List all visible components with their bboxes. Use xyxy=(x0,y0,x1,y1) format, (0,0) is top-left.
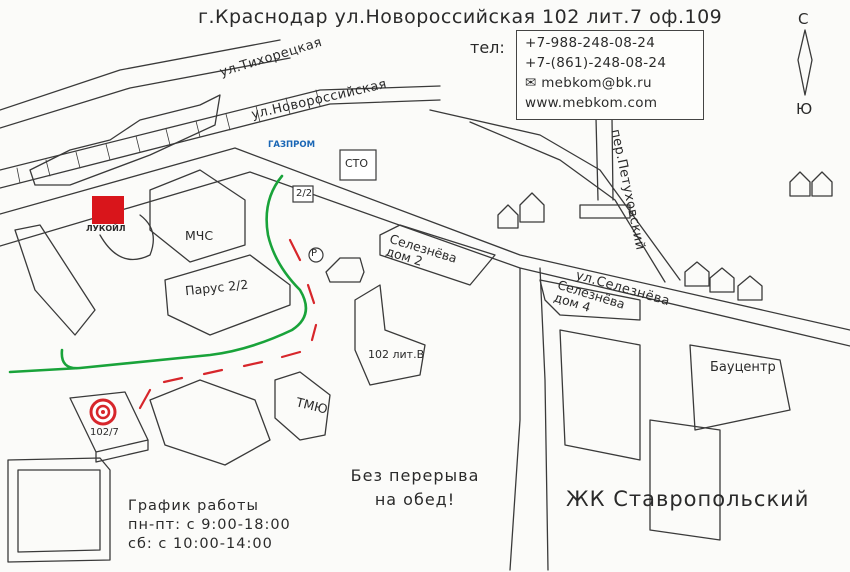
lukoil-logo-icon xyxy=(92,196,124,224)
contact-billboard: +7-988-248-08-24 +7-(861)-248-08-24 ✉ me… xyxy=(516,30,704,120)
address-header: г.Краснодар ул.Новороссийская 102 лит.7 … xyxy=(198,6,723,28)
zhk-building-2 xyxy=(649,419,721,541)
sto-sign xyxy=(339,149,377,181)
route-red-7 xyxy=(162,376,184,384)
website-link[interactable]: www.mebkom.com xyxy=(525,95,658,111)
left-building-1 xyxy=(14,224,96,336)
billboard-pole xyxy=(579,117,631,219)
warehouse-building xyxy=(149,379,271,466)
seleznyova2-building xyxy=(379,224,496,286)
hours-weekdays: пн-пт: с 9:00-18:00 xyxy=(128,517,291,533)
zhk-building-1 xyxy=(559,329,641,461)
route-red-5 xyxy=(242,360,264,368)
house-3 xyxy=(789,171,811,197)
railway-ties xyxy=(16,89,321,184)
route-red-8 xyxy=(138,388,152,410)
road-petukhovskiy xyxy=(429,109,681,283)
lit-v-label: 102 лит.В xyxy=(368,348,425,361)
target-label: 102/7 xyxy=(90,427,119,438)
email-link[interactable]: ✉ mebkom@bk.ru xyxy=(525,75,652,91)
baucenter-building xyxy=(689,344,791,431)
car-icon-drawing xyxy=(325,257,365,283)
tmio-building xyxy=(274,371,331,441)
route-red-4 xyxy=(280,350,302,359)
safe-drawing xyxy=(7,457,111,563)
mchs-label: МЧС xyxy=(185,228,214,243)
house-4 xyxy=(811,171,833,197)
train-drawing xyxy=(29,94,221,186)
target-icon xyxy=(89,398,117,426)
gazprom-logo-text: ГАЗПРОМ xyxy=(268,140,316,150)
phone-landline[interactable]: +7-(861)-248-08-24 xyxy=(525,55,667,71)
route-green xyxy=(8,174,308,374)
route-red-3 xyxy=(310,323,318,342)
tel-label: тел: xyxy=(470,38,505,57)
railway-upper xyxy=(0,85,441,171)
house-22-label: 2/2 xyxy=(296,188,313,199)
house-6 xyxy=(709,267,735,293)
sto-label: СТО xyxy=(345,157,369,170)
note-line-2: на обед! xyxy=(374,490,456,509)
house-7 xyxy=(737,275,763,301)
no-break-note: Без перерыва на обед! xyxy=(335,464,495,512)
compass-south-label: Ю xyxy=(796,100,813,118)
lukoil-logo-text: ЛУКОЙЛ xyxy=(86,224,126,233)
hours-saturday: сб: с 10:00-14:00 xyxy=(128,536,273,552)
house-22-sign xyxy=(292,185,314,203)
road-tikhoretskaya xyxy=(0,39,291,129)
parking-label: P xyxy=(311,248,318,259)
working-hours: График работы пн-пт: с 9:00-18:00 сб: с … xyxy=(128,497,291,554)
email-text: mebkom@bk.ru xyxy=(541,75,652,91)
baucenter-label: Бауцентр xyxy=(710,360,776,375)
route-red-1 xyxy=(288,238,302,262)
house-5 xyxy=(684,261,710,287)
target-building xyxy=(69,391,149,463)
parus-building xyxy=(164,254,291,336)
road-vertical xyxy=(509,267,549,571)
phone-mobile[interactable]: +7-988-248-08-24 xyxy=(525,35,656,51)
lit-v-building xyxy=(354,284,426,386)
parking-sign xyxy=(308,247,324,263)
compass-north-label: С xyxy=(798,10,809,28)
house-1 xyxy=(497,204,519,229)
road-main-lower xyxy=(0,171,850,347)
envelope-icon: ✉ xyxy=(525,75,542,91)
house-2 xyxy=(519,192,545,223)
route-red-2 xyxy=(306,283,316,305)
mchs-building xyxy=(149,169,246,263)
seleznyova4-building xyxy=(539,279,641,321)
route-red-6 xyxy=(202,368,224,376)
note-line-1: Без перерыва xyxy=(350,466,480,485)
road-main-upper xyxy=(0,147,850,331)
hours-title: График работы xyxy=(128,498,259,514)
compass-needle xyxy=(797,29,813,96)
zhk-label: ЖК Ставропольский xyxy=(566,487,810,511)
